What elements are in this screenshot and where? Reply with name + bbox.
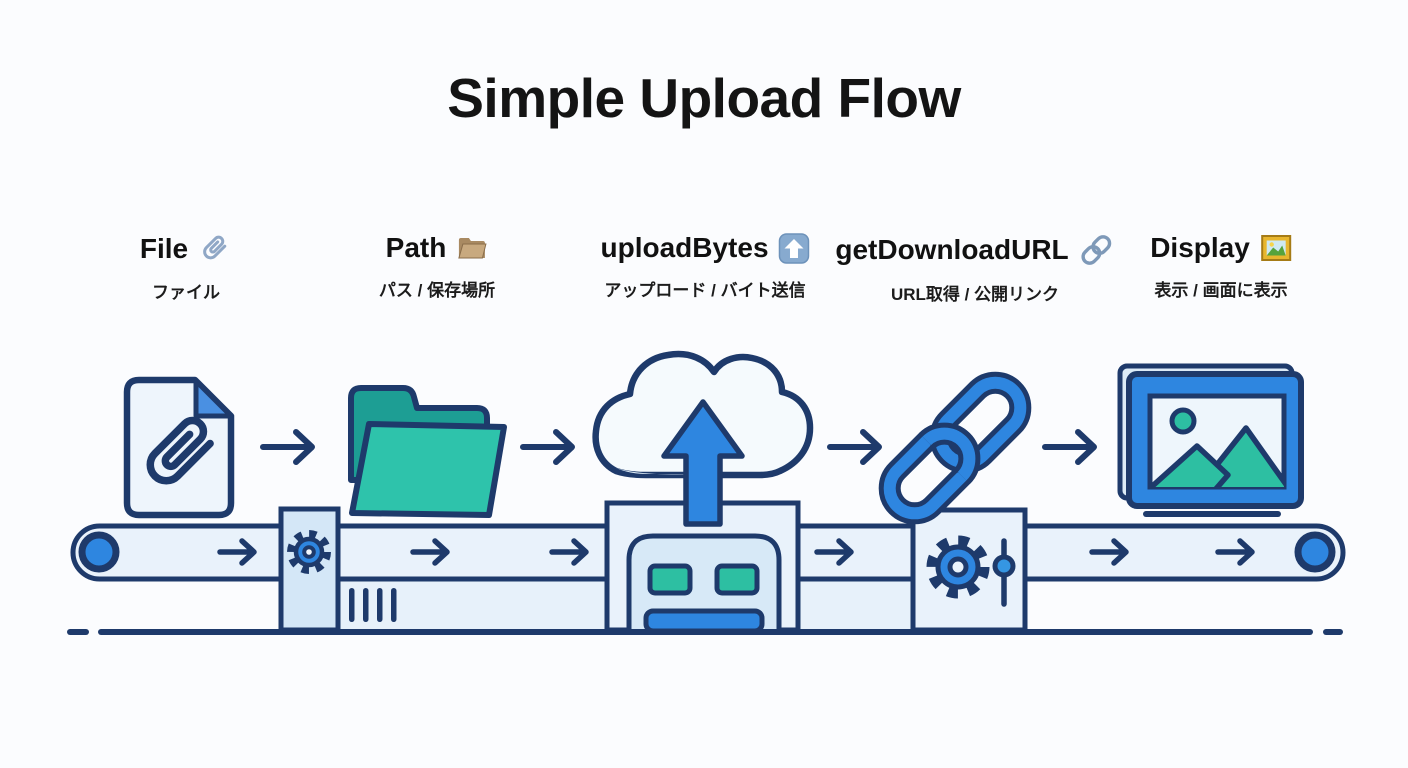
upload-arrow-icon — [661, 399, 745, 527]
belt-arrows — [217, 538, 1255, 566]
paperclip-icon — [146, 416, 214, 485]
mountain-left — [1150, 443, 1231, 487]
belt-roller-right — [1294, 531, 1336, 573]
flow-arrow-3 — [827, 429, 882, 465]
step-header-path: Path パス / 保存場所 — [379, 232, 495, 301]
step-header-uploadbytes: uploadBytes アップロード / バイト送信 — [600, 232, 810, 301]
step-subtitle: ファイル — [151, 283, 220, 302]
file-document-icon — [123, 376, 235, 519]
step-subtitle: 表示 / 画面に表示 — [1154, 281, 1288, 300]
machine-indicator-right — [714, 563, 760, 596]
folder-icon — [348, 385, 507, 518]
step-subtitle: アップロード / バイト送信 — [604, 281, 806, 300]
flow-arrow-2 — [520, 429, 575, 465]
gear-icon — [287, 530, 331, 574]
framed-picture-emoji-icon — [1260, 235, 1291, 261]
machine-slot — [643, 608, 765, 634]
step-label: Path — [385, 232, 447, 263]
step-subtitle: URL取得 / 公開リンク — [890, 285, 1060, 304]
step-label: File — [139, 233, 189, 264]
flow-arrow-4 — [1042, 429, 1097, 465]
link-emoji-icon — [1081, 235, 1112, 265]
step-label: getDownloadURL — [835, 234, 1069, 265]
cloud-upload-icon — [592, 350, 814, 527]
display-monitor-icon — [1117, 363, 1304, 517]
machine-indicator-left — [647, 563, 693, 596]
upload-machine — [604, 500, 801, 634]
step-header-file: File ファイル — [140, 232, 232, 303]
page-title: Simple Upload Flow — [447, 67, 961, 129]
step-subtitle: パス / 保存場所 — [378, 281, 496, 300]
step-label: Display — [1150, 232, 1250, 263]
base-panel-ticks — [349, 588, 397, 622]
paperclip-emoji-icon — [203, 235, 227, 260]
belt-roller-left — [78, 531, 120, 573]
slider-icon — [992, 538, 1016, 607]
chain-link-icon — [878, 371, 1032, 525]
gear-station — [278, 506, 341, 633]
gear-icon — [926, 535, 990, 599]
flow-arrow-1 — [260, 429, 315, 465]
up-button-emoji-icon — [778, 232, 810, 264]
monitor-base — [1143, 511, 1281, 517]
sun-icon — [1169, 407, 1197, 435]
open-folder-emoji-icon — [458, 238, 487, 259]
step-header-display: Display 表示 / 画面に表示 — [1150, 232, 1292, 301]
picture-content — [1150, 407, 1284, 487]
step-header-getdownloadurl: getDownloadURL URL取得 / 公開リンク — [835, 232, 1114, 305]
gear-slider-station — [910, 507, 1028, 633]
step-label: uploadBytes — [600, 232, 769, 263]
